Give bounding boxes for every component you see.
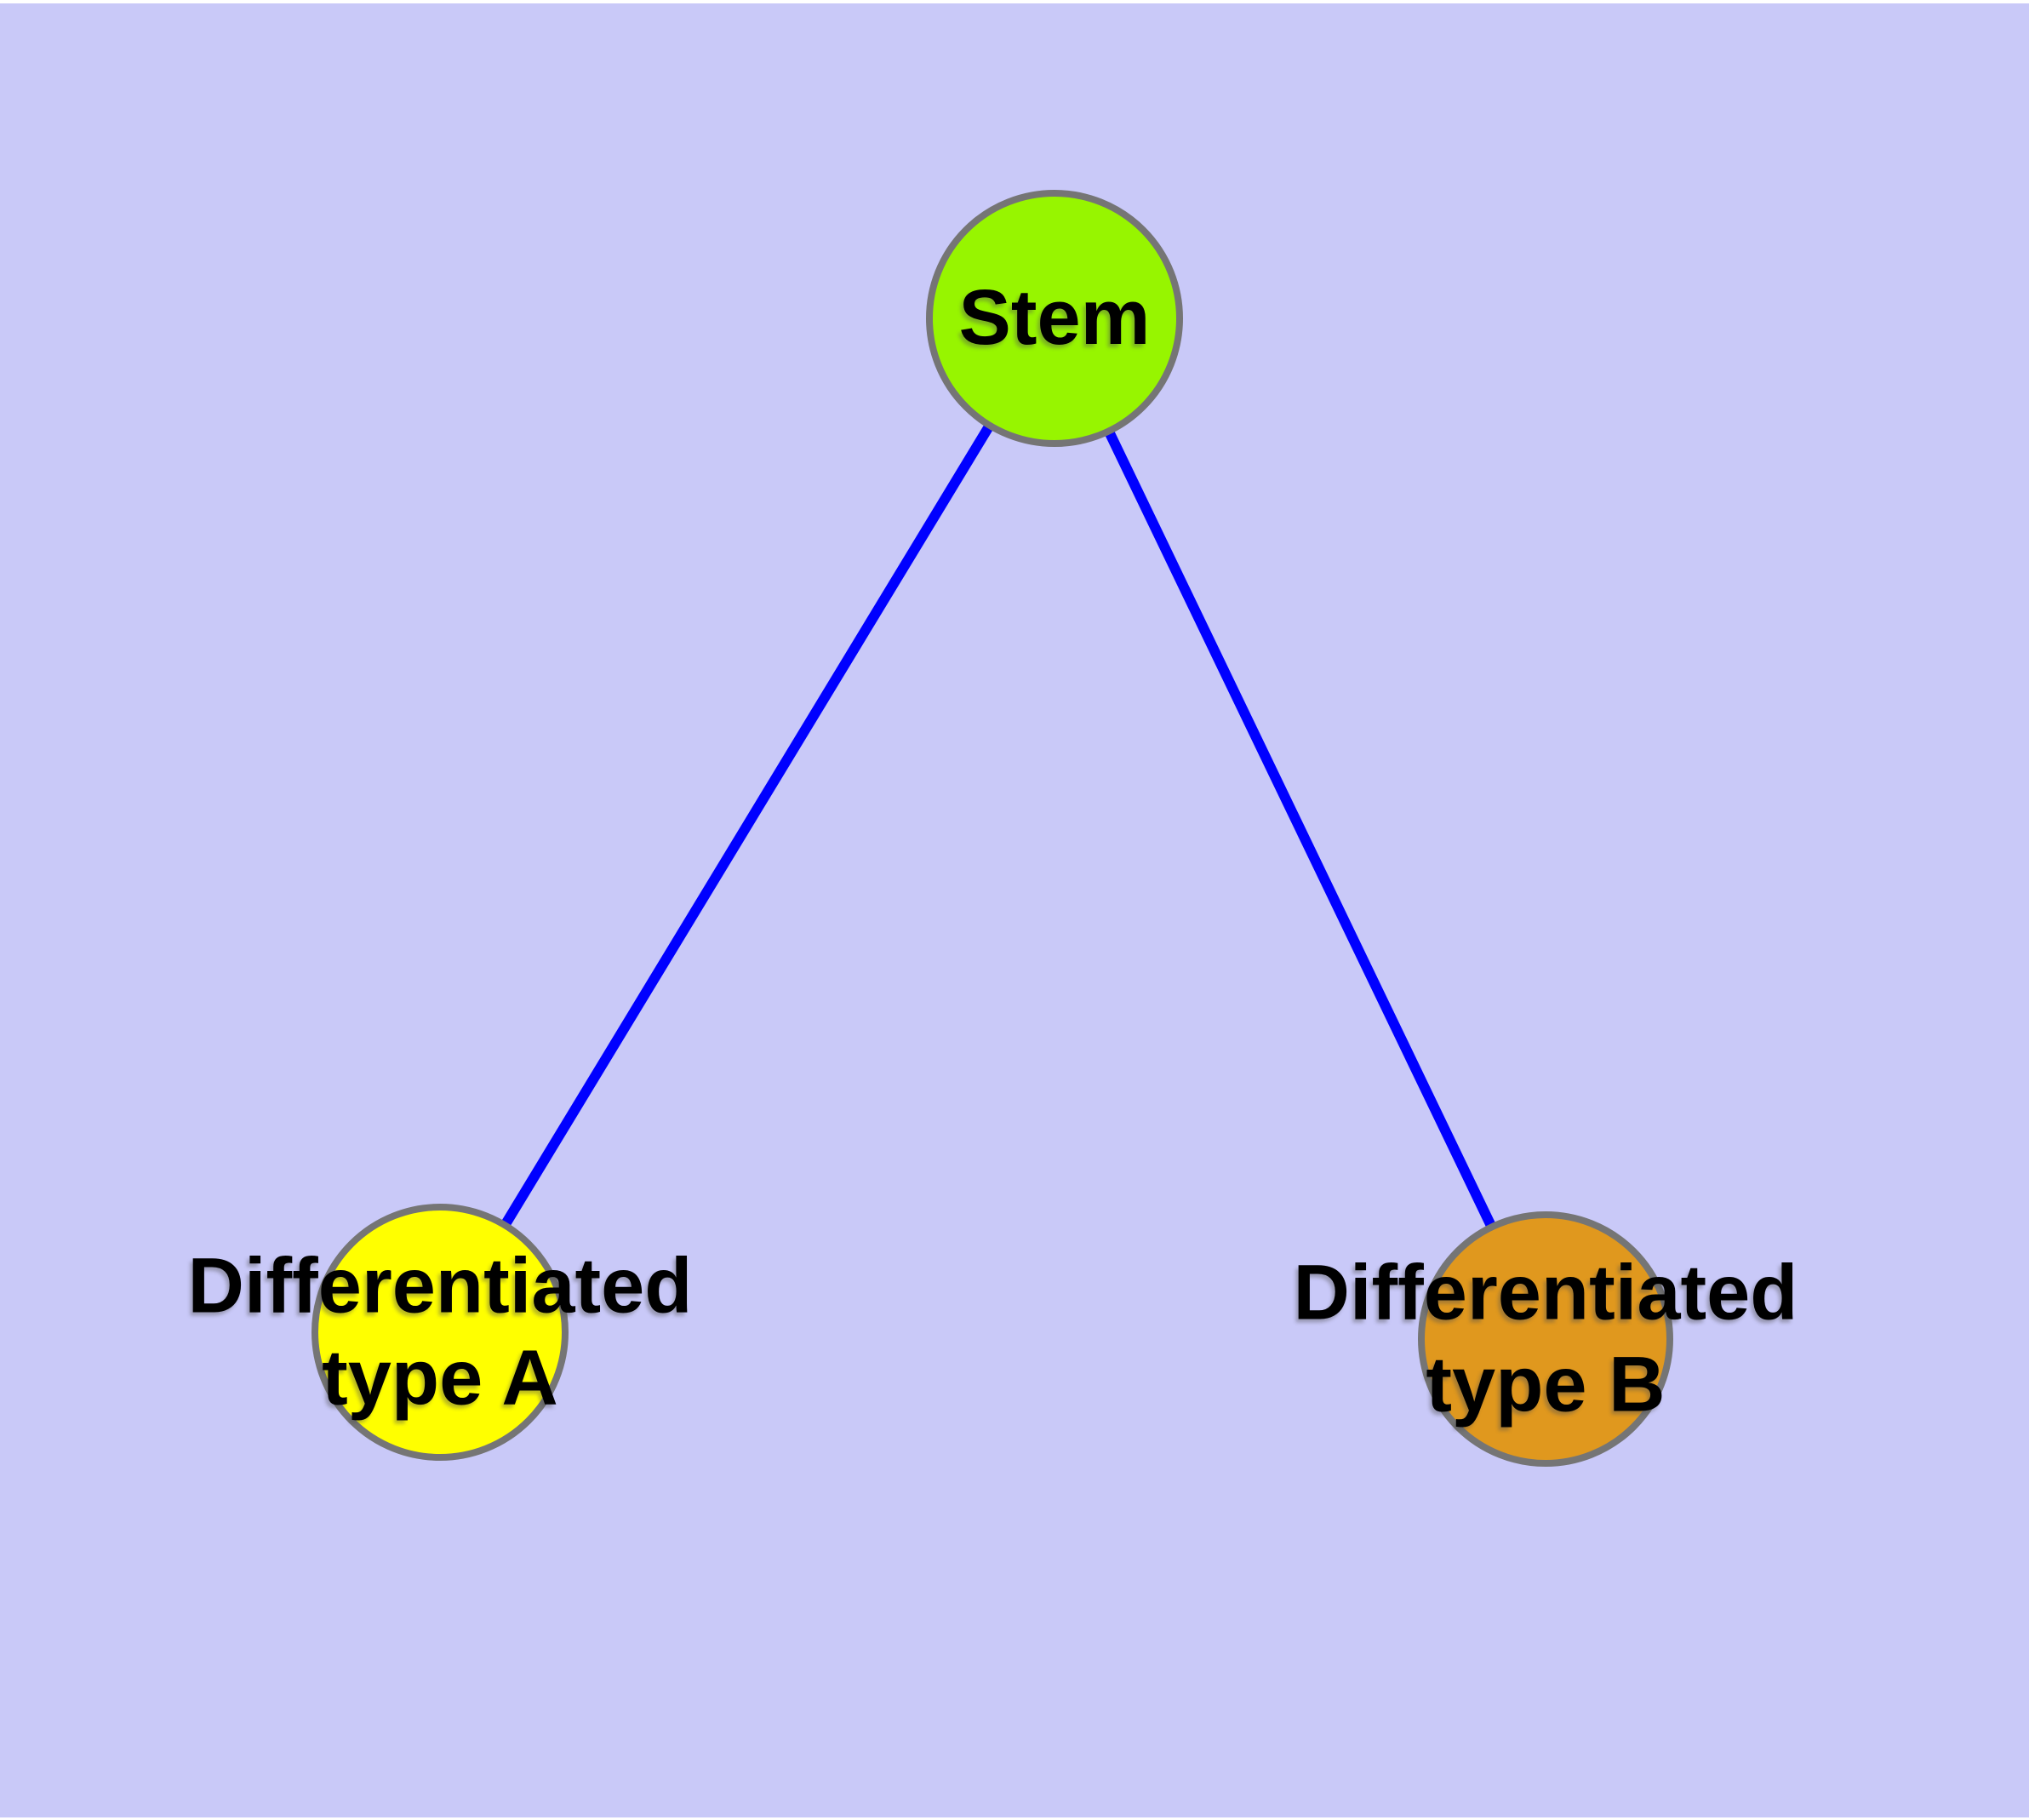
node-differentiated-type-a: Differentiated type A bbox=[188, 1204, 692, 1461]
node-differentiated-type-b-label: Differentiated type B bbox=[1293, 1249, 1798, 1428]
edge-stem-differentiated-type-a bbox=[435, 315, 1060, 1336]
node-differentiated-type-b: Differentiated type B bbox=[1294, 1211, 1798, 1467]
node-differentiated-type-a-label: Differentiated type A bbox=[187, 1242, 693, 1421]
node-stem: Stem bbox=[926, 190, 1183, 447]
edge-stem-differentiated-type-b bbox=[1049, 316, 1551, 1342]
node-stem-label: Stem bbox=[958, 274, 1151, 362]
